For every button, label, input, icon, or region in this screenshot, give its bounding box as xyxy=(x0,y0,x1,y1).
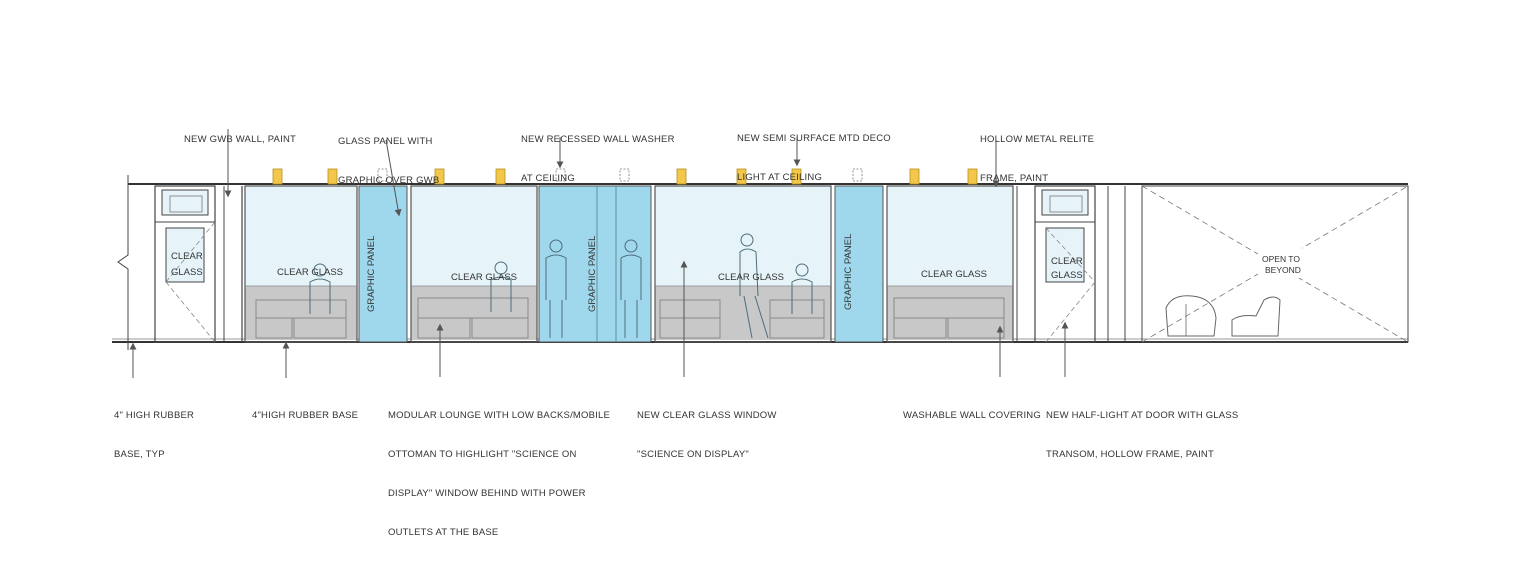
clear-glass-label: CLEAR GLASS xyxy=(277,267,343,278)
window-2-glass xyxy=(411,186,537,286)
deco-light xyxy=(791,168,802,185)
window-1-lounge xyxy=(245,286,357,340)
wall-washer xyxy=(619,168,630,182)
graphic-panel-label: GRAPHIC PANEL xyxy=(587,236,598,312)
clear-glass-label: CLEAR xyxy=(171,251,203,262)
window-1-glass xyxy=(245,186,357,286)
standing-figure xyxy=(620,239,642,338)
window-2-lounge xyxy=(411,286,537,340)
open-to-beyond-label: OPEN TO xyxy=(1262,254,1300,264)
deco-light xyxy=(434,168,445,185)
drawing-labels: CLEAR GLASS CLEAR GLASS CLEAR GLASS CLEA… xyxy=(171,234,1301,312)
note-glass-panel: GLASS PANEL WITH GRAPHIC OVER GWB xyxy=(338,136,440,186)
note-wall-covering: WASHABLE WALL COVERING xyxy=(903,410,1041,421)
note-clear-glass-window: NEW CLEAR GLASS WINDOW "SCIENCE ON DISPL… xyxy=(637,410,777,460)
note-gwb-wall: NEW GWB WALL, PAINT xyxy=(184,134,297,145)
window-4-glass xyxy=(887,186,1013,286)
standing-figure xyxy=(545,239,567,338)
elevation-diagram: CLEAR GLASS CLEAR GLASS CLEAR GLASS CLEA… xyxy=(112,129,1409,538)
note-half-light-door: NEW HALF-LIGHT AT DOOR WITH GLASS TRANSO… xyxy=(1046,410,1239,460)
wall-washer xyxy=(377,168,388,182)
clear-glass-label: GLASS xyxy=(171,267,203,278)
note-lounge: MODULAR LOUNGE WITH LOW BACKS/MOBILE OTT… xyxy=(388,410,611,538)
leader-arrows xyxy=(129,129,1069,378)
note-rubber-base-typ: 4" HIGH RUBBER BASE, TYP xyxy=(114,410,195,460)
clear-glass-label: CLEAR xyxy=(1051,256,1083,267)
elevation-drawing: CLEAR GLASS CLEAR GLASS CLEAR GLASS CLEA… xyxy=(112,129,1409,378)
graphic-panel-label: GRAPHIC PANEL xyxy=(843,234,854,310)
note-wall-washer: NEW RECESSED WALL WASHER AT CEILING xyxy=(521,134,675,184)
seated-figure xyxy=(791,263,813,314)
note-rubber-base: 4"HIGH RUBBER BASE xyxy=(252,410,359,421)
deco-light xyxy=(676,168,687,185)
deco-light xyxy=(967,168,978,185)
clear-glass-label: GLASS xyxy=(1051,270,1083,281)
deco-light xyxy=(736,168,747,185)
open-to-beyond-label: BEYOND xyxy=(1265,265,1301,275)
window-4-lounge xyxy=(887,286,1013,340)
graphic-panel-center xyxy=(538,185,652,343)
lounge-furniture xyxy=(255,297,1005,339)
wall-washer xyxy=(852,168,863,182)
leader-glass-panel xyxy=(385,139,402,217)
ceiling-lights xyxy=(272,168,978,185)
seated-figure xyxy=(309,263,331,314)
note-relite-frame: HOLLOW METAL RELITE FRAME, PAINT xyxy=(980,134,1095,184)
left-door xyxy=(154,185,216,343)
break-line-left xyxy=(117,175,129,350)
clear-glass-label: CLEAR GLASS xyxy=(718,272,784,283)
clear-glass-label: CLEAR GLASS xyxy=(451,272,517,283)
note-deco-light: NEW SEMI SURFACE MTD DECO LIGHT AT CEILI… xyxy=(737,133,891,183)
standing-figure xyxy=(739,233,769,339)
graphic-panel-label: GRAPHIC PANEL xyxy=(366,236,377,312)
wall-washer xyxy=(555,168,566,182)
deco-light xyxy=(909,168,920,185)
deco-light xyxy=(327,168,338,185)
deco-light xyxy=(272,168,283,185)
seated-figure xyxy=(490,261,512,312)
clear-glass-label: CLEAR GLASS xyxy=(921,269,987,280)
window-3-lounge xyxy=(655,286,831,340)
open-area xyxy=(1141,185,1409,343)
graphic-panel-2 xyxy=(834,185,884,343)
deco-light xyxy=(495,168,506,185)
figures xyxy=(309,233,813,339)
